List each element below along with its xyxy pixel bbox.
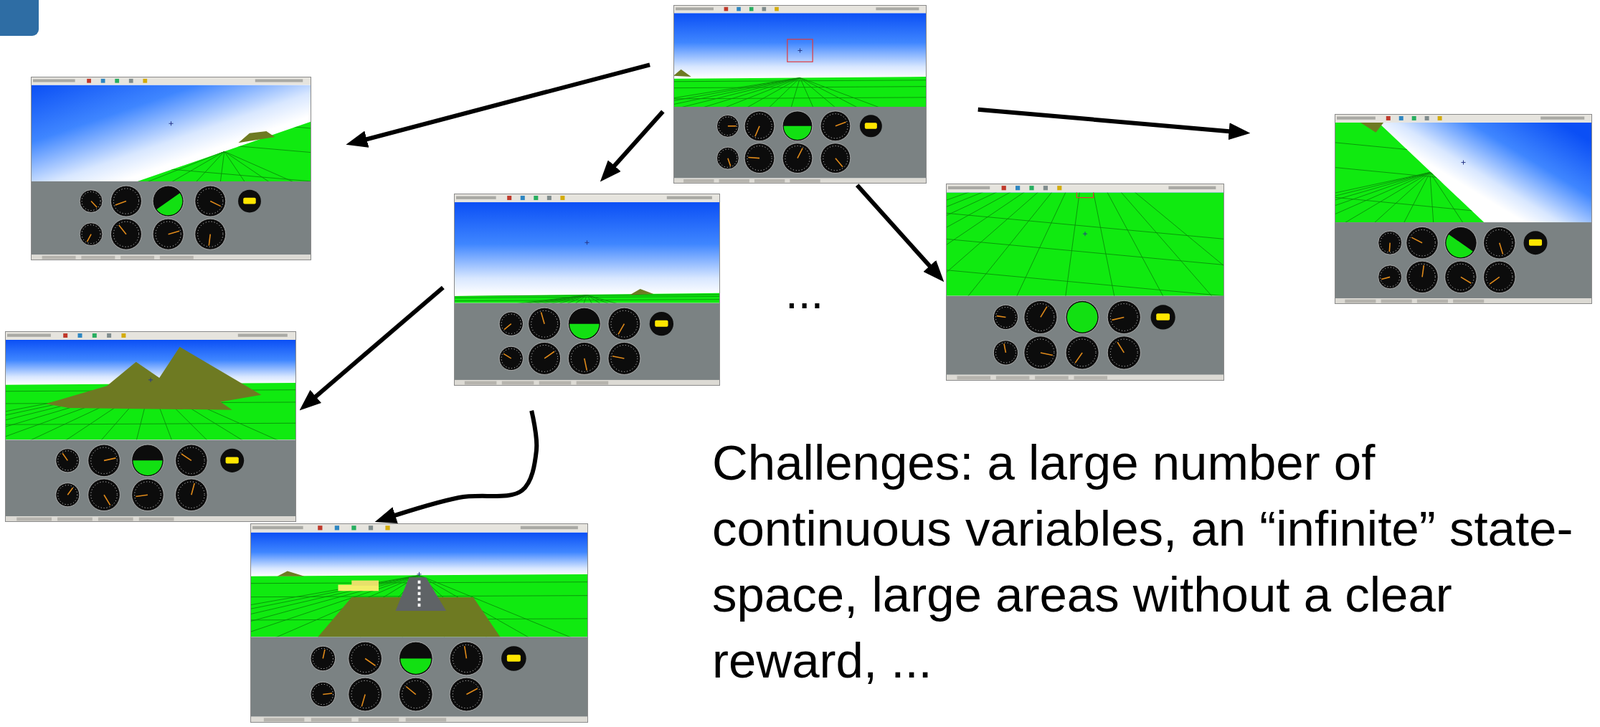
transition-arrow bbox=[978, 109, 1243, 133]
cockpit-view bbox=[30, 85, 312, 182]
flight-sim-screenshot bbox=[30, 76, 312, 261]
instrument-panel bbox=[250, 636, 589, 717]
flight-sim-screenshot bbox=[453, 193, 721, 386]
cockpit-view bbox=[673, 12, 927, 107]
cockpit-view bbox=[1334, 122, 1593, 223]
menu-bar bbox=[453, 193, 721, 203]
flight-sim-screenshot bbox=[1334, 114, 1593, 305]
menu-bar bbox=[5, 331, 297, 340]
screenshot-node bbox=[30, 76, 312, 261]
transition-arrow bbox=[306, 287, 444, 406]
instrument-panel bbox=[453, 303, 721, 381]
screenshot-node bbox=[945, 183, 1225, 381]
taskbar bbox=[30, 254, 312, 261]
instrument-panel bbox=[5, 440, 297, 517]
taskbar bbox=[5, 516, 297, 523]
screenshot-node bbox=[673, 5, 927, 184]
logo-fragment bbox=[0, 0, 39, 36]
screenshot-node bbox=[453, 193, 721, 386]
instrument-panel bbox=[945, 296, 1225, 376]
screenshot-node bbox=[250, 523, 589, 723]
instrument-panel bbox=[1334, 222, 1593, 299]
menu-bar bbox=[250, 523, 589, 533]
challenges-text: Challenges: a large number of continuous… bbox=[712, 430, 1592, 695]
menu-bar bbox=[945, 183, 1225, 193]
menu-bar bbox=[30, 76, 312, 86]
menu-bar bbox=[673, 5, 927, 13]
cockpit-view bbox=[945, 192, 1225, 296]
instrument-panel bbox=[673, 106, 927, 179]
taskbar bbox=[250, 717, 589, 723]
transition-arrow bbox=[857, 185, 939, 276]
menu-bar bbox=[1334, 114, 1593, 123]
taskbar bbox=[673, 178, 927, 184]
cockpit-view bbox=[5, 339, 297, 441]
ellipsis: ... bbox=[785, 269, 872, 316]
screenshot-node bbox=[1334, 114, 1593, 305]
flight-sim-screenshot bbox=[673, 5, 927, 184]
taskbar bbox=[453, 380, 721, 386]
transition-arrow bbox=[606, 111, 664, 175]
transition-arrow bbox=[354, 64, 650, 142]
screenshot-node bbox=[5, 331, 297, 523]
flight-sim-screenshot bbox=[250, 523, 589, 723]
cockpit-view bbox=[453, 202, 721, 304]
flight-sim-screenshot bbox=[945, 183, 1225, 381]
taskbar bbox=[1334, 298, 1593, 305]
cockpit-view bbox=[250, 532, 589, 638]
instrument-panel bbox=[30, 181, 312, 255]
transition-arrow bbox=[382, 410, 537, 520]
flight-sim-screenshot bbox=[5, 331, 297, 523]
taskbar bbox=[945, 375, 1225, 381]
